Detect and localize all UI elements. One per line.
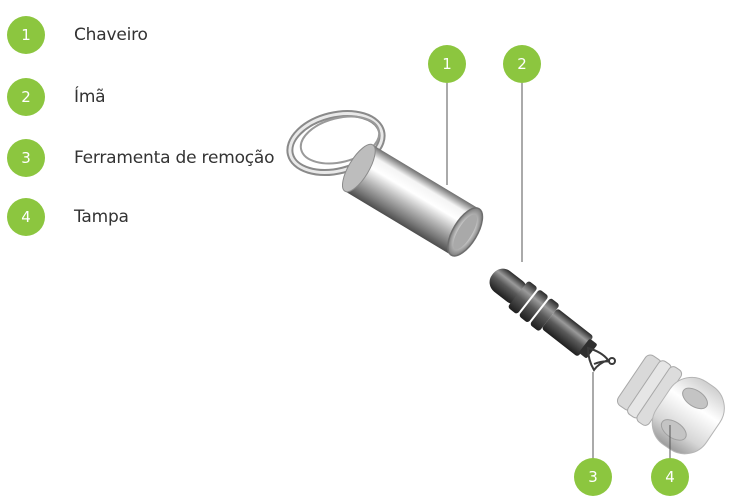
legend-label: Chaveiro [74, 25, 148, 45]
legend-label: Tampa [74, 207, 129, 227]
legend-item-removal-tool: 3 Ferramenta de remoção [7, 139, 275, 177]
cap [616, 354, 725, 455]
number-badge: 1 [7, 16, 45, 54]
magnet [489, 268, 597, 358]
legend-label: Ímã [74, 87, 106, 107]
callout-badge-cap: 4 [651, 458, 689, 496]
legend-label: Ferramenta de remoção [74, 148, 275, 168]
legend-item-magnet: 2 Ímã [7, 78, 106, 116]
number-badge: 3 [7, 139, 45, 177]
number-badge: 2 [7, 78, 45, 116]
keychain-tube [342, 143, 484, 257]
legend-item-keychain: 1 Chaveiro [7, 16, 148, 54]
leader-lines [446, 83, 671, 461]
key-ring [286, 110, 386, 176]
legend-item-cap: 4 Tampa [7, 198, 129, 236]
parts-legend: 1 Chaveiro 2 Ímã 3 Ferramenta de remoção… [0, 0, 300, 240]
removal-tool [586, 346, 616, 372]
number-badge: 4 [7, 198, 45, 236]
callout-badge-removal-tool: 3 [574, 458, 612, 496]
callout-badge-keychain: 1 [428, 45, 466, 83]
callout-badge-magnet: 2 [503, 45, 541, 83]
